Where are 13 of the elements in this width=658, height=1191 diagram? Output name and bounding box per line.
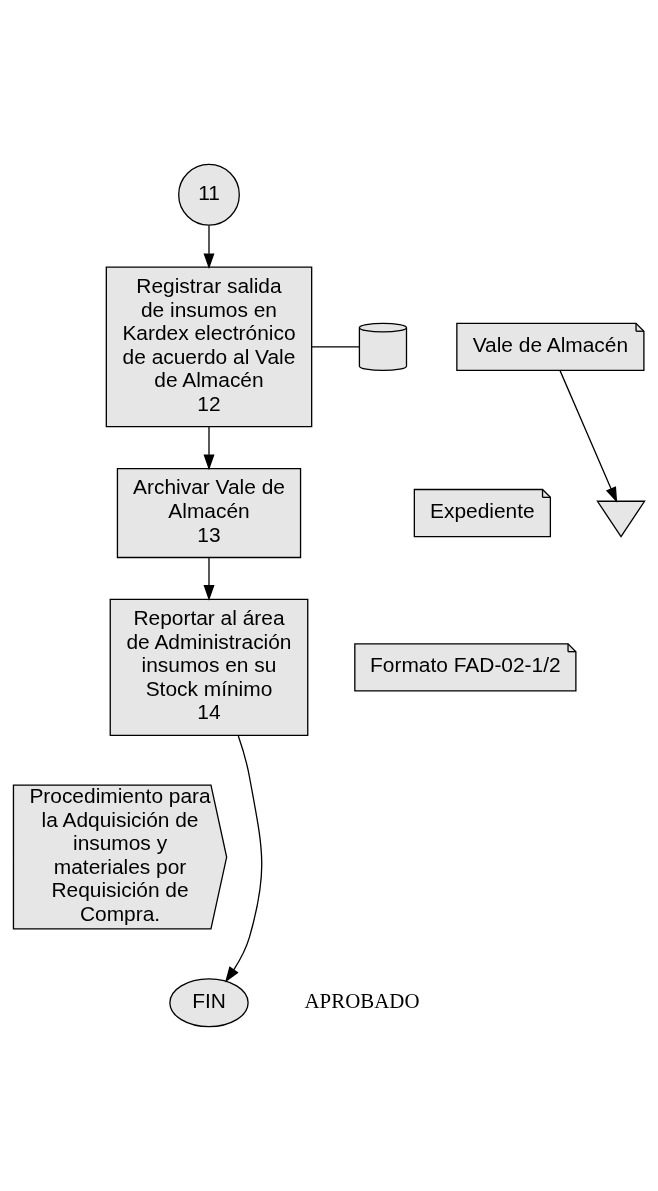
node-box: Reportar al área de Administración insumos en su Stock mínimo 14 bbox=[109, 598, 309, 737]
arrow bbox=[559, 369, 618, 503]
node-box: Registrar salida de insumos en Kardex electrónico de acuerdo al Vale de Almacén 12 bbox=[105, 266, 313, 428]
connector bbox=[311, 346, 360, 348]
node-box: Archivar Vale de Almacén 13 bbox=[116, 467, 302, 559]
arrow bbox=[225, 735, 263, 983]
node-circle: 11 bbox=[178, 163, 240, 226]
arrow bbox=[203, 426, 215, 471]
node-ellipse: FIN bbox=[169, 978, 249, 1028]
node-triangle bbox=[596, 500, 646, 538]
arrow bbox=[203, 557, 215, 601]
arrow bbox=[203, 224, 215, 270]
label: APROBADO bbox=[304, 988, 420, 1013]
